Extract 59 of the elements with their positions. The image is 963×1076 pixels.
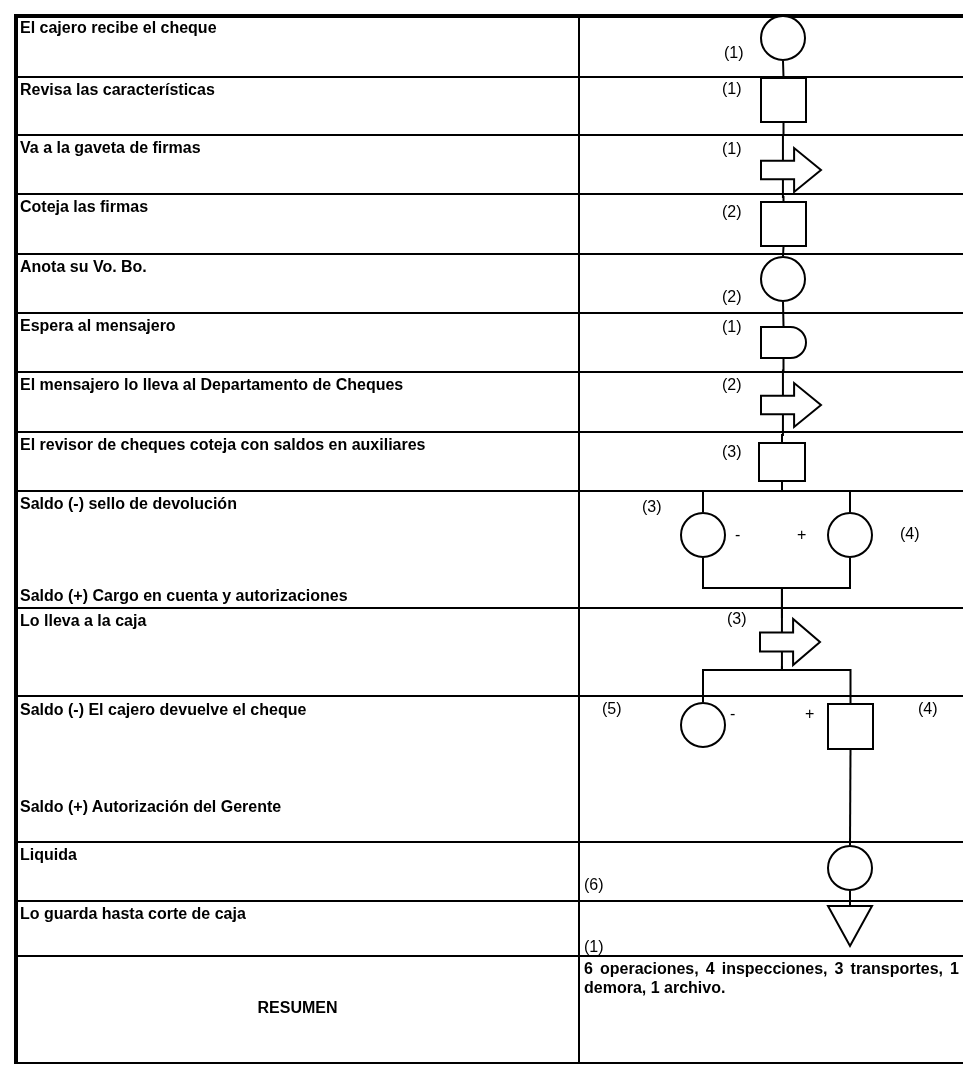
flow-line	[781, 122, 785, 148]
step-text: Saldo (-) El cajero devuelve el cheque	[20, 700, 308, 719]
flow-line	[782, 301, 785, 327]
step-count: (3)	[722, 443, 742, 461]
step-text: Va a la gaveta de firmas	[20, 138, 202, 157]
step-text: El cajero recibe el cheque	[20, 18, 218, 37]
step-count: (2)	[722, 203, 742, 221]
inspection-square	[758, 442, 806, 482]
step-text: Lo guarda hasta corte de caja	[20, 904, 247, 923]
operation-circle	[680, 702, 726, 748]
step-count: (1)	[722, 318, 742, 336]
transport-symbol	[760, 147, 822, 193]
step-count: (1)	[722, 80, 742, 98]
step-count: (5)	[602, 700, 622, 718]
flow-line	[780, 665, 852, 704]
step-text: Saldo (+) Autorización del Gerente	[20, 797, 283, 816]
operation-circle	[680, 512, 726, 558]
step-count: (1)	[724, 44, 744, 62]
inspection-square	[760, 201, 807, 247]
step-text: El revisor de cheques coteja con saldos en auxiliares	[20, 435, 427, 454]
plus-sign: +	[805, 705, 815, 723]
plus-sign: +	[797, 526, 807, 544]
step-count: (6)	[584, 875, 605, 894]
inspection-square	[827, 703, 874, 750]
step-count: (3)	[642, 498, 662, 516]
operation-circle	[760, 15, 806, 61]
flow-line	[780, 557, 851, 619]
step-count: (2)	[722, 288, 742, 306]
transport-symbol	[759, 618, 821, 666]
step-text: Revisa las características	[20, 80, 216, 99]
step-count: (3)	[727, 610, 747, 628]
step-text: Anota su Vo. Bo.	[20, 257, 148, 276]
inspection-square	[760, 77, 807, 123]
summary-text: 6 operaciones, 4 inspecciones, 3 transportes, 1 demora, 1 archivo.	[584, 959, 959, 997]
step-count: (4)	[900, 525, 920, 543]
step-text: El mensajero lo lleva al Departamento de Cheques	[20, 375, 405, 394]
step-text: Lo lleva a la caja	[20, 611, 148, 630]
flow-line	[782, 60, 785, 78]
step-text: Liquida	[20, 845, 78, 864]
operation-circle	[760, 256, 806, 302]
step-text: Saldo (+) Cargo en cuenta y autorizaciones	[20, 586, 349, 605]
flow-line	[849, 749, 852, 846]
step-count: (1)	[584, 937, 605, 956]
operation-circle	[827, 512, 873, 558]
step-text: Saldo (-) sello de devolución	[20, 494, 238, 513]
storage-triangle	[827, 905, 873, 947]
flow-line	[781, 481, 851, 513]
step-text: Coteja las firmas	[20, 197, 150, 216]
minus-sign: -	[735, 526, 741, 544]
step-count: (4)	[918, 700, 938, 718]
summary-heading: RESUMEN	[256, 998, 339, 1017]
delay-symbol	[760, 326, 807, 359]
flow-line	[781, 358, 785, 383]
step-count: (2)	[722, 376, 742, 394]
minus-sign: -	[730, 705, 736, 723]
operation-circle	[827, 845, 873, 891]
transport-symbol	[760, 382, 822, 428]
step-text: Espera al mensajero	[20, 316, 177, 335]
step-count: (1)	[722, 140, 742, 158]
